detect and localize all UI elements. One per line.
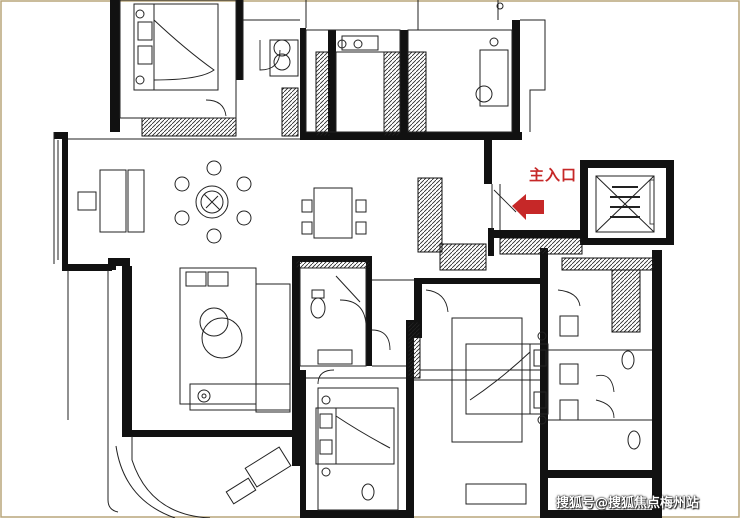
elevator-x-icon [610,179,655,225]
main-entrance-label: 主入口 [529,166,578,184]
furniture [77,2,655,505]
left-arrow-icon [512,194,544,220]
door-swings [205,40,615,419]
exterior-walls [54,0,674,518]
room-outlines [53,0,655,518]
watermark: 搜狐号@搜狐焦点梅州站 [556,496,700,511]
hatched-walls [141,51,655,379]
